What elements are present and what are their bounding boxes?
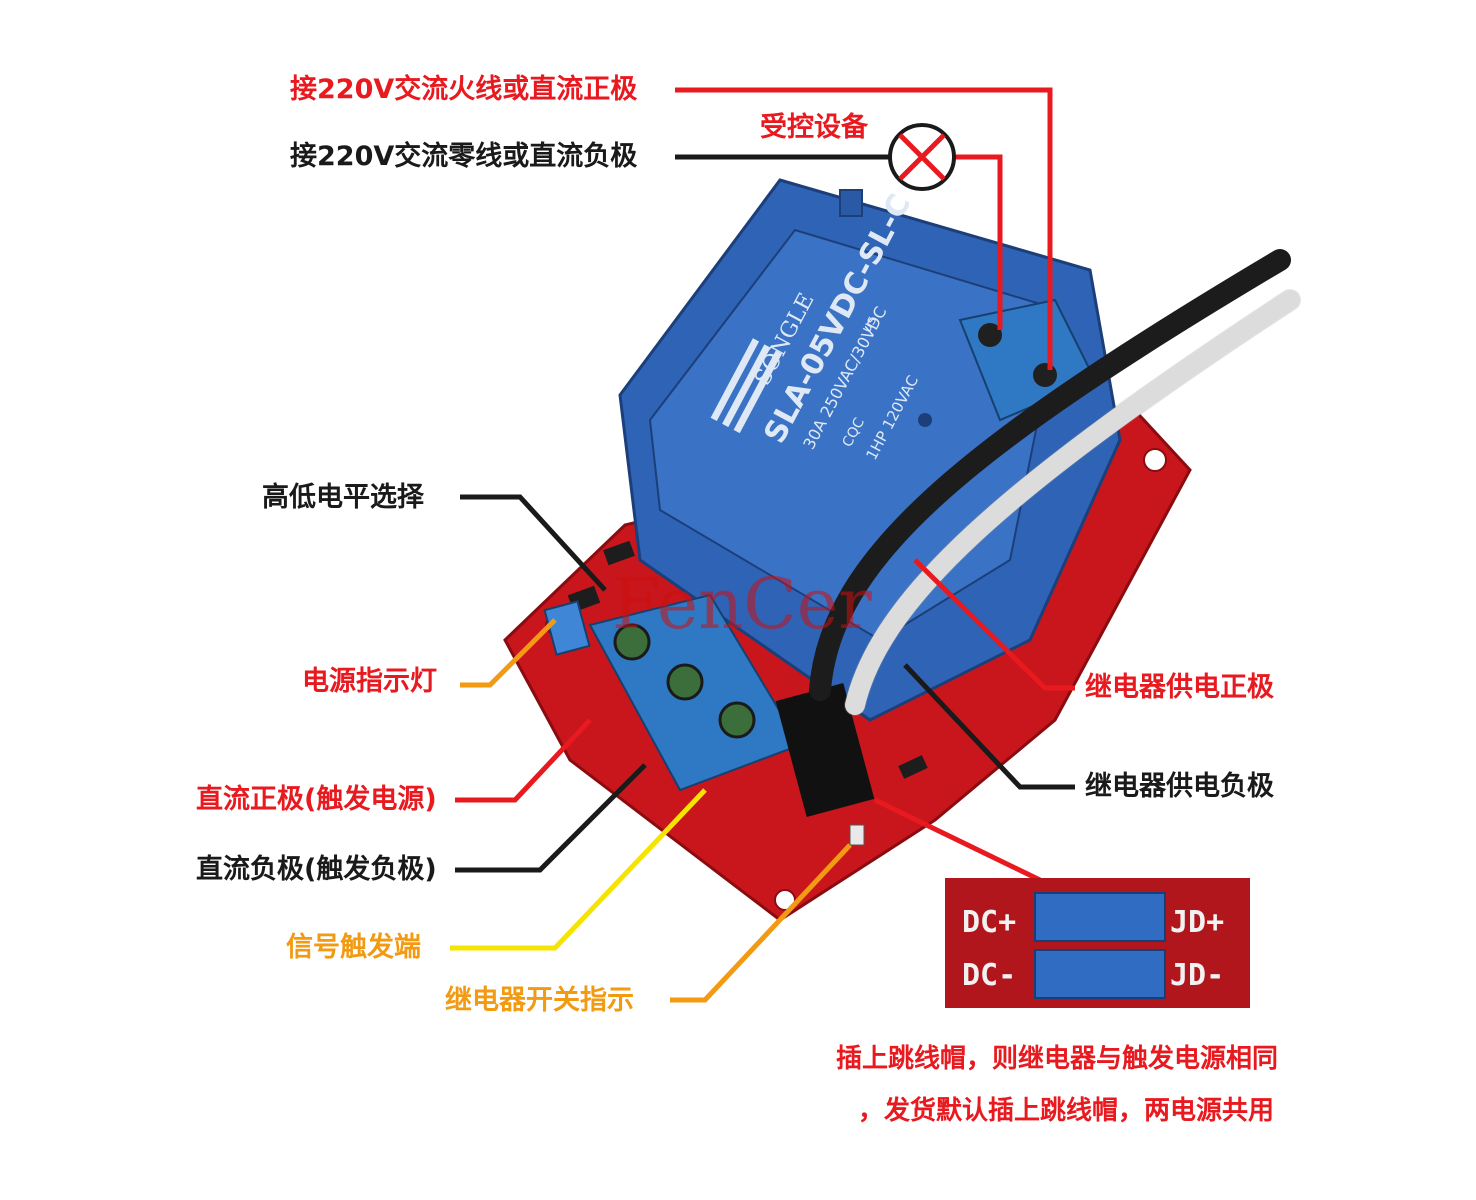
label-live-or-dc-positive: 接220V交流火线或直流正极 (290, 74, 638, 105)
jumper-note-line1: 插上跳线帽，则继电器与触发电源相同 (836, 1044, 1279, 1074)
label-signal-trigger: 信号触发端 (286, 932, 421, 963)
power-header-cables (775, 249, 1301, 818)
label-dc-positive-trigger: 直流正极(触发电源) (196, 784, 437, 815)
relay-ul-mark: us (858, 314, 880, 336)
label-dc-negative-trigger: 直流负极(触发负极) (196, 854, 437, 885)
label-power-indicator: 电源指示灯 (302, 666, 437, 697)
jumper-inset-photo: DC+ DC- JD+ JD- (945, 878, 1250, 1008)
leader-lines (450, 87, 1075, 1003)
controlled-device-lamp-icon (888, 123, 956, 191)
jumper-note-line2: ，发货默认插上跳线帽，两电源共用 (858, 1096, 1275, 1126)
label-controlled-device: 受控设备 (760, 112, 868, 143)
inset-jd-top: JD+ (1170, 905, 1224, 940)
input-terminal-block (543, 593, 802, 792)
label-neutral-or-dc-negative: 接220V交流零线或直流负极 (290, 141, 638, 172)
label-relay-switch-indicator: 继电器开关指示 (445, 985, 634, 1016)
inset-dc-top: DC+ (962, 905, 1016, 940)
inset-dc-bottom: DC- (962, 958, 1016, 993)
watermark: FenCer (612, 563, 872, 645)
label-relay-supply-positive: 继电器供电正极 (1085, 672, 1274, 703)
label-level-select: 高低电平选择 (262, 482, 424, 513)
inset-jd-bottom: JD- (1170, 958, 1224, 993)
songle-logo (710, 338, 783, 434)
label-relay-supply-negative: 继电器供电负极 (1085, 771, 1274, 802)
